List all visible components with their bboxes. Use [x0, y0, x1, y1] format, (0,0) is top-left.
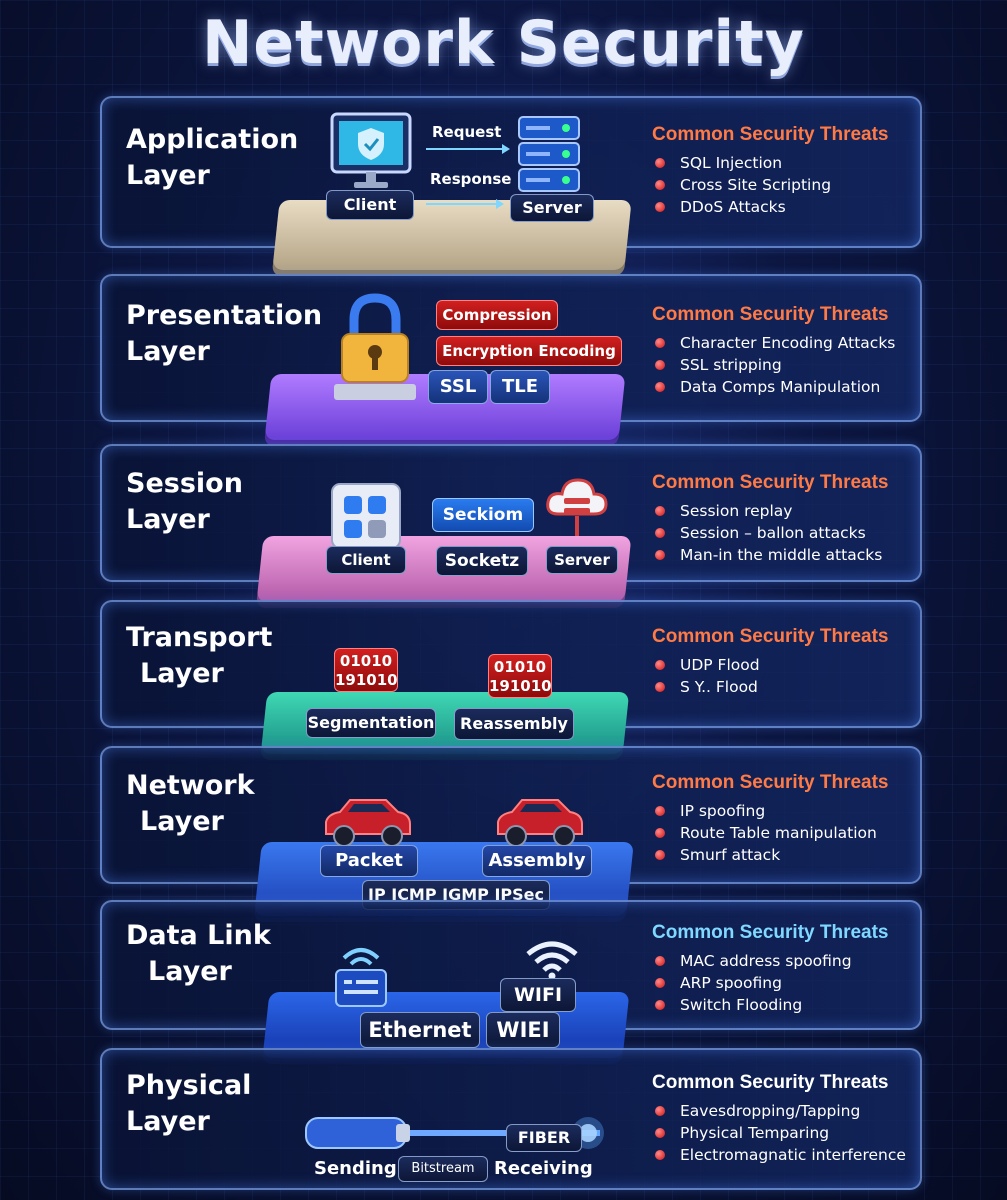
receiving-label: Receiving: [494, 1158, 593, 1179]
threats-list: Common Security Threats Character Encodi…: [652, 304, 895, 398]
monitor-shield-icon: [330, 112, 412, 188]
request-label: Request: [432, 123, 502, 141]
threats-heading: Common Security Threats: [652, 922, 889, 943]
layer-title: Presentation Layer: [126, 298, 322, 370]
binary-line: 191010: [489, 677, 552, 695]
session-chip: Seckiom: [432, 498, 534, 532]
layer-title-line2: Layer: [126, 504, 210, 535]
layer-title: Transport Layer: [126, 620, 272, 692]
layer-title: Network Layer: [126, 768, 255, 840]
application-layer-panel: Application Layer Common Security Threat…: [100, 96, 922, 248]
car-packet-icon: [325, 799, 411, 847]
layer-title-line1: Data Link: [126, 920, 271, 951]
threat-item: Cross Site Scripting: [652, 174, 889, 196]
threat-item: DDoS Attacks: [652, 196, 889, 218]
packet-chip: Packet: [320, 845, 418, 877]
threat-item: ARP spoofing: [652, 972, 889, 994]
threats-heading: Common Security Threats: [652, 472, 889, 493]
threat-item: Route Table manipulation: [652, 822, 889, 844]
sending-label: Sending: [314, 1158, 397, 1179]
layer-title-line2: Layer: [126, 1106, 210, 1137]
binary-data-block: 01010 191010: [488, 654, 552, 698]
padlock-icon: [334, 293, 416, 400]
server-stack-icon: [518, 116, 580, 192]
threat-item: UDP Flood: [652, 654, 889, 676]
client-chip: Client: [326, 546, 406, 574]
response-arrow: [426, 199, 504, 209]
threat-item: Eavesdropping/Tapping: [652, 1100, 906, 1122]
threat-item: S Y.. Flood: [652, 676, 889, 698]
client-chip: Client: [326, 190, 414, 220]
wifi-chip: WIFI: [500, 978, 576, 1012]
threat-item: SSL stripping: [652, 354, 895, 376]
wiei-chip: WIEI: [486, 1012, 560, 1048]
car-assembly-icon: [497, 799, 583, 847]
tle-chip: TLE: [490, 370, 550, 404]
page-title: Network Security: [202, 8, 805, 78]
layer-title: Data Link Layer: [126, 918, 271, 990]
threat-item: MAC address spoofing: [652, 950, 889, 972]
threats-list: Common Security Threats Session replay S…: [652, 472, 889, 566]
layer-title-line1: Physical: [126, 1070, 252, 1101]
ethernet-switch-icon: [335, 948, 387, 1007]
layer-title: Session Layer: [126, 466, 243, 538]
layer-title-line2: Layer: [140, 658, 224, 689]
binary-data-block: 01010 191010: [334, 648, 398, 692]
layer-title: Physical Layer: [126, 1068, 251, 1140]
threat-item: Data Comps Manipulation: [652, 376, 895, 398]
encryption-chip: Encryption Encoding: [436, 336, 622, 366]
threats-list: Common Security Threats Eavesdropping/Ta…: [652, 1072, 906, 1166]
layer-title: Application Layer: [126, 122, 298, 194]
threat-item: Switch Flooding: [652, 994, 889, 1016]
layer-title-line2: Layer: [148, 956, 232, 987]
wifi-icon: [526, 941, 578, 980]
threat-item: SQL Injection: [652, 152, 889, 174]
cloud-server-icon: [546, 478, 608, 536]
threats-heading: Common Security Threats: [652, 772, 889, 793]
threats-heading: Common Security Threats: [652, 304, 889, 325]
threat-item: Physical Temparing: [652, 1122, 906, 1144]
response-label: Response: [430, 170, 512, 188]
layer-title-line2: Layer: [140, 806, 224, 837]
layer-title-line2: Layer: [126, 160, 210, 191]
threat-item: Character Encoding Attacks: [652, 332, 895, 354]
threat-item: Session – ballon attacks: [652, 522, 889, 544]
reassembly-chip: Reassembly: [454, 708, 574, 740]
server-chip: Server: [546, 546, 618, 574]
layer-title-line1: Application: [126, 124, 299, 155]
socket-chip: Socketz: [436, 546, 528, 576]
bitstream-chip: Bitstream: [398, 1156, 488, 1182]
compression-chip: Compression: [436, 300, 558, 330]
ssl-chip: SSL: [428, 370, 488, 404]
threats-heading: Common Security Threats: [652, 1072, 889, 1093]
threats-heading: Common Security Threats: [652, 124, 889, 145]
layer-title-line1: Network: [126, 770, 255, 801]
threat-item: Man-in the middle attacks: [652, 544, 889, 566]
threat-item: Session replay: [652, 500, 889, 522]
threat-item: IP spoofing: [652, 800, 889, 822]
binary-line: 01010: [493, 658, 547, 676]
segmentation-chip: Segmentation: [306, 708, 436, 738]
threat-item: Electromagnatic interference: [652, 1144, 906, 1166]
layer-title-line2: Layer: [126, 336, 210, 367]
app-grid-icon: [331, 483, 401, 549]
threats-list: Common Security Threats SQL Injection Cr…: [652, 124, 889, 218]
binary-line: 191010: [335, 671, 398, 689]
binary-line: 01010: [339, 652, 393, 670]
layer-title-line1: Session: [126, 468, 243, 499]
ethernet-chip: Ethernet: [360, 1012, 480, 1048]
request-arrow: [426, 144, 510, 154]
server-chip: Server: [510, 194, 594, 222]
threats-heading: Common Security Threats: [652, 626, 889, 647]
threats-list: Common Security Threats MAC address spoo…: [652, 922, 889, 1016]
threats-list: Common Security Threats IP spoofing Rout…: [652, 772, 889, 866]
layer-title-line1: Transport: [126, 622, 273, 653]
threats-list: Common Security Threats UDP Flood S Y.. …: [652, 626, 889, 698]
layer-title-line1: Presentation: [126, 300, 323, 331]
physical-layer-panel: Physical Layer Common Security Threats E…: [100, 1048, 922, 1190]
threat-item: Smurf attack: [652, 844, 889, 866]
assembly-chip: Assembly: [482, 845, 592, 877]
fiber-chip: FIBER: [506, 1124, 582, 1152]
